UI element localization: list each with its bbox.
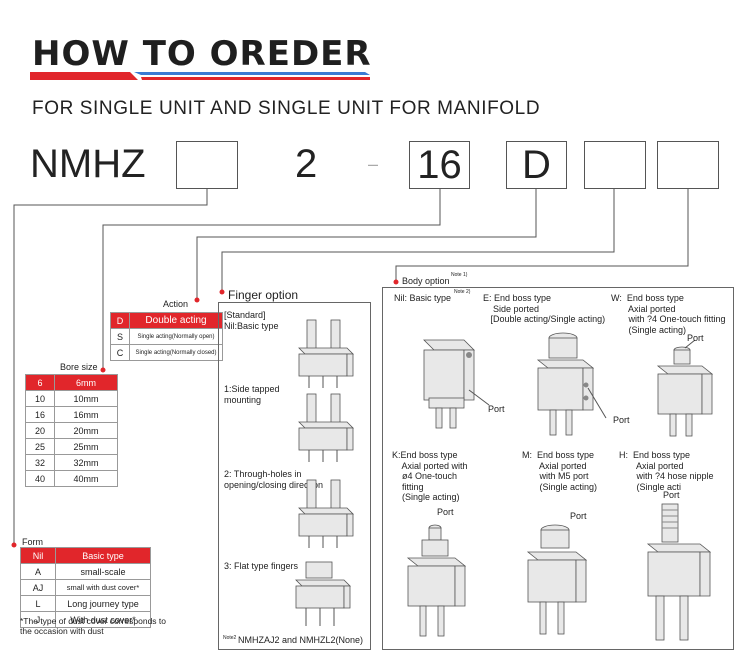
body-box [584, 141, 646, 189]
body-k: K:End boss type Axial ported with ø4 One… [392, 450, 468, 502]
port-label-h: Port [663, 490, 680, 500]
body-k-icon [406, 524, 467, 637]
port-label-k: Port [437, 507, 454, 517]
gripper-through-hole-icon [298, 479, 354, 548]
action-label: Action [163, 299, 189, 309]
body-title-sup: Note 1) [451, 272, 468, 278]
form-label: Form [22, 537, 43, 547]
body-h-icon [646, 503, 712, 641]
extra-box [657, 141, 719, 189]
finger-std: [Standard] [224, 310, 266, 320]
bore-box: 16 [409, 141, 470, 189]
port-label-m: Port [570, 511, 587, 521]
finger-opt3: 3: Flat type fingers [224, 561, 299, 571]
body-h: H: End boss type Axial ported with ?4 ho… [619, 450, 714, 492]
form-note: *The type of dust cover corresponds to t… [20, 616, 166, 636]
body-basic-icon [423, 339, 490, 429]
body-title: Body option [402, 276, 450, 286]
finger-panel [218, 302, 371, 650]
title-underline [30, 72, 370, 80]
port-label-w: Port [687, 333, 704, 343]
subtitle: FOR SINGLE UNIT AND SINGLE UNIT FOR MANI… [32, 98, 541, 119]
body-w: W: End boss type Axial ported with ?4 On… [611, 293, 726, 335]
action-box: D [506, 141, 567, 189]
body-nil: Nil: Basic type [394, 293, 452, 303]
gripper-side-tapped-icon [298, 393, 354, 462]
finger-opt2: 2: Through-holes in opening/closing dire… [224, 469, 324, 490]
model-prefix: NMHZ [30, 142, 146, 186]
finger-opt1: 1:Side tapped mounting [224, 384, 280, 405]
body-nil-sup: Note 2) [454, 289, 471, 295]
finger-nil: Nil:Basic type [224, 321, 279, 331]
gripper-flat-finger-icon [295, 561, 351, 626]
finger-note-sup: Note2 [223, 635, 237, 641]
body-m: M: End boss type Axial ported with M5 po… [522, 450, 598, 492]
body-e: E: End boss type Side ported [Double act… [483, 293, 606, 324]
port-label-e: Port [613, 415, 630, 425]
body-panel [382, 287, 734, 650]
page-title: HOW TO OREDER [32, 34, 372, 74]
finger-title: Finger option [228, 288, 299, 302]
finger-code: 2 [295, 142, 318, 186]
body-w-icon [656, 340, 714, 437]
finger-note: NMHZAJ2 and NMHZL2(None) [238, 635, 364, 645]
port-label-nil: Port [488, 404, 505, 414]
gripper-basic-icon [298, 319, 354, 388]
dash: – [368, 154, 379, 174]
body-m-icon [526, 524, 588, 635]
body-e-icon [536, 332, 607, 436]
form-box [176, 141, 238, 189]
bore-label: Bore size [60, 362, 98, 372]
